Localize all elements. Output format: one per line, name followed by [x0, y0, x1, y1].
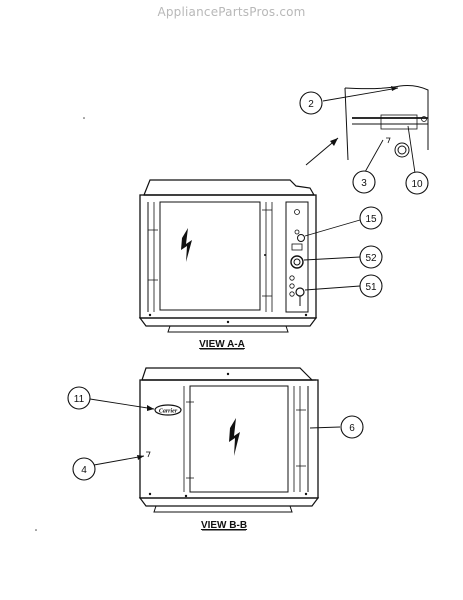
- callout-15: 15: [359, 206, 383, 230]
- svg-text:10: 10: [411, 179, 423, 190]
- unit-view-a: [138, 179, 318, 333]
- callout-52: 52: [359, 245, 383, 269]
- view-a-caption: VIEW A-A: [199, 339, 245, 350]
- leader-lines: [89, 86, 416, 466]
- callout-10: 10: [405, 171, 429, 195]
- carrier-logo: Carrier: [159, 409, 178, 415]
- callout-51: 51: [359, 274, 383, 298]
- svg-text:51: 51: [365, 282, 377, 293]
- callout-2: 2: [299, 91, 323, 115]
- svg-text:2: 2: [308, 99, 314, 110]
- svg-text:4: 4: [81, 465, 87, 476]
- callout-11: 11: [67, 386, 91, 410]
- svg-text:6: 6: [349, 423, 355, 434]
- watermark-text: AppliancePartsPros.com: [157, 5, 306, 19]
- callout-6: 6: [340, 415, 364, 439]
- detail-inset: [344, 85, 429, 161]
- svg-text:3: 3: [361, 178, 367, 189]
- callout-3: 3: [352, 170, 376, 194]
- view-b-caption: VIEW B-B: [201, 520, 247, 531]
- unit-view-b: Carrier: [138, 367, 320, 513]
- svg-text:52: 52: [365, 253, 377, 264]
- svg-text:11: 11: [74, 394, 85, 405]
- view-arrow: [305, 137, 339, 166]
- callout-4: 4: [72, 457, 96, 481]
- svg-text:15: 15: [365, 214, 377, 225]
